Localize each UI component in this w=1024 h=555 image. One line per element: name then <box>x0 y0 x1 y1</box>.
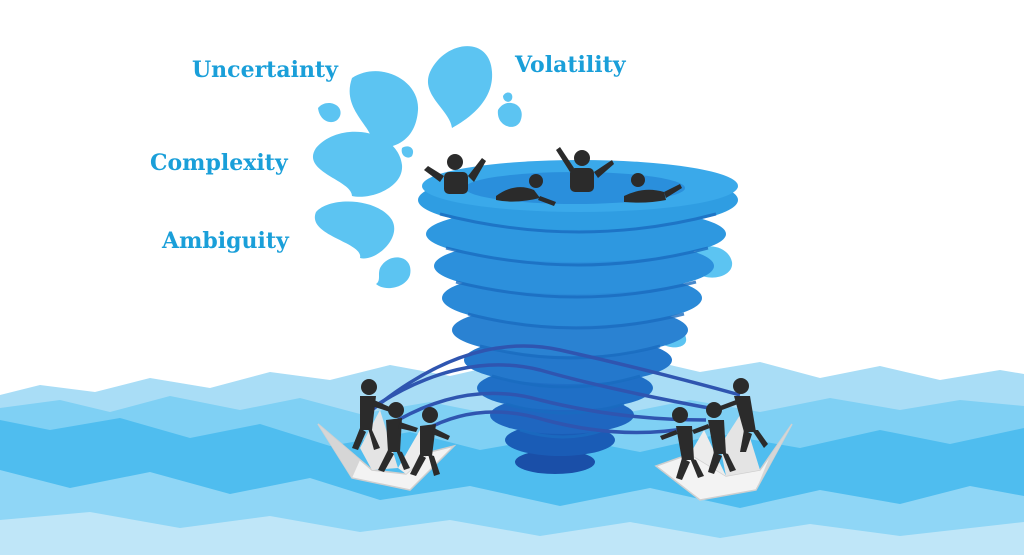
vortex-band <box>515 450 595 474</box>
label-complexity: Complexity <box>150 150 288 176</box>
sea-bottom-wave <box>0 512 1024 555</box>
splash-drop-icon <box>349 71 419 149</box>
splash-drop-icon <box>376 257 411 289</box>
splash-drop-icon <box>497 102 522 127</box>
person-figure-icon <box>660 407 704 480</box>
label-ambiguity: Ambiguity <box>162 228 289 254</box>
person-figure-icon <box>720 378 768 452</box>
rope <box>370 344 741 412</box>
person-figure-icon <box>378 402 418 472</box>
person-figure-icon <box>624 173 682 203</box>
person-figure-icon <box>352 379 392 450</box>
splash-drop-icon <box>401 146 414 158</box>
splash-drop-icon <box>314 201 395 259</box>
person-figure-icon <box>410 407 450 476</box>
person-figure-icon <box>496 174 556 206</box>
splash-drop-icon <box>312 131 403 197</box>
person-figure-icon <box>556 147 614 192</box>
right-boat-crew <box>660 378 768 480</box>
rope <box>397 391 707 422</box>
person-figure-icon <box>424 154 486 194</box>
rope <box>371 363 721 412</box>
ropes <box>370 344 741 435</box>
left-boat-crew <box>352 379 450 476</box>
splash-drop-icon <box>318 102 341 123</box>
label-volatility: Volatility <box>515 52 626 78</box>
splash-drop-icon <box>503 92 513 102</box>
sea <box>0 358 1024 555</box>
rope <box>424 410 691 435</box>
splash-drop-icon <box>427 46 493 128</box>
swimmers <box>424 147 682 206</box>
label-uncertainty: Uncertainty <box>192 57 338 83</box>
person-figure-icon <box>692 402 736 474</box>
